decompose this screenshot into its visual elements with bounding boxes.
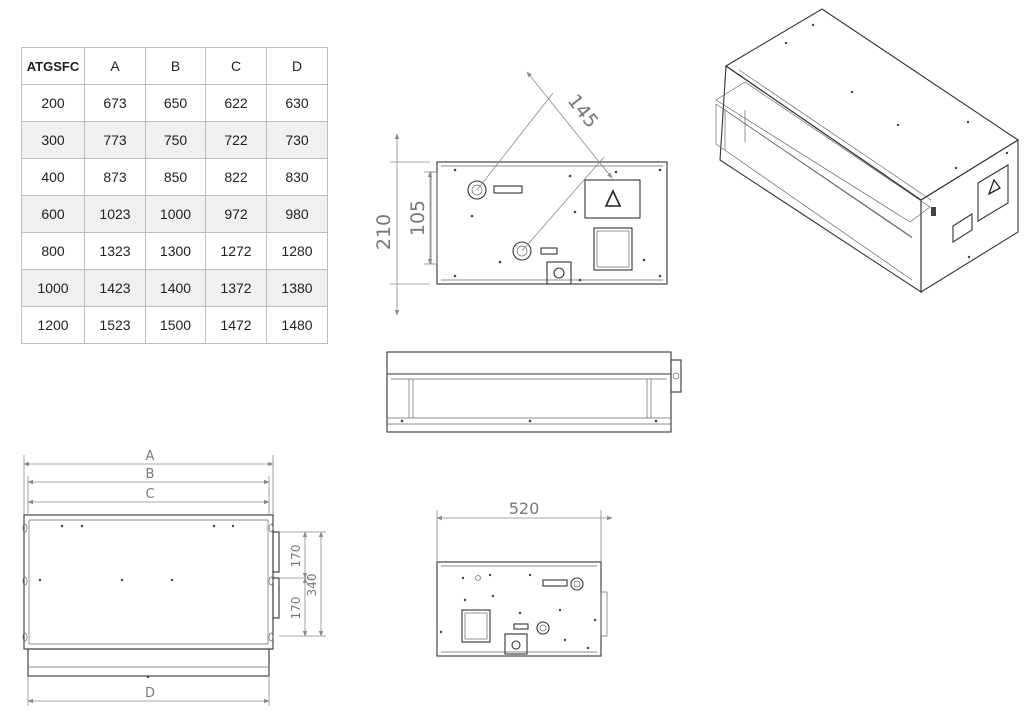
dim-label-105: 105 <box>407 200 429 236</box>
cell: 730 <box>266 121 328 159</box>
cell: 650 <box>145 84 206 122</box>
rear-view: 520 <box>436 499 613 657</box>
cell: 1480 <box>266 306 328 344</box>
dim-label-170-upper: 170 <box>289 545 303 568</box>
cell: 1400 <box>145 269 206 307</box>
cell: 850 <box>145 158 206 196</box>
cell: 300 <box>21 121 85 159</box>
cell: 400 <box>21 158 85 196</box>
cell: 830 <box>266 158 328 196</box>
dim-label-170-lower: 170 <box>289 597 303 620</box>
dim-label-145: 145 <box>563 90 603 132</box>
side-view: 210 105 145 <box>373 71 668 316</box>
cell: 1472 <box>205 306 267 344</box>
front-view: A B C D 170 170 340 <box>22 449 326 706</box>
cell: 630 <box>266 84 328 122</box>
cell: 1280 <box>266 232 328 270</box>
iso-warning-triangle-icon <box>987 178 1001 196</box>
cell: 1300 <box>145 232 206 270</box>
dim-label-210: 210 <box>373 214 395 250</box>
cell: 1500 <box>145 306 206 344</box>
top-view <box>386 351 682 433</box>
header-c: C <box>205 47 267 85</box>
cell: 1272 <box>205 232 267 270</box>
table-header-row: ATGSFC A B C D <box>21 47 328 85</box>
cell: 722 <box>205 121 267 159</box>
dim-label-520: 520 <box>509 499 540 518</box>
cell: 800 <box>21 232 85 270</box>
rear-drain-connector-icon <box>504 633 528 655</box>
header-model: ATGSFC <box>21 47 85 85</box>
header-b: B <box>145 47 206 85</box>
cell: 1372 <box>205 269 267 307</box>
cell: 773 <box>84 121 146 159</box>
dim-label-c: C <box>145 487 154 502</box>
dim-label-a: A <box>146 449 155 464</box>
cell: 822 <box>205 158 267 196</box>
cell: 750 <box>145 121 206 159</box>
warning-triangle-icon <box>604 189 622 207</box>
cell: 673 <box>84 84 146 122</box>
dim-label-340: 340 <box>305 574 319 597</box>
dim-label-b: B <box>146 467 155 482</box>
cell: 200 <box>21 84 85 122</box>
duct-collar-icon <box>467 180 532 261</box>
cell: 972 <box>205 195 267 233</box>
rear-duct-collar-icon <box>536 577 584 635</box>
cell: 980 <box>266 195 328 233</box>
header-d: D <box>266 47 328 85</box>
dim-label-d: D <box>145 686 155 701</box>
drain-connector-icon <box>546 261 572 285</box>
cell: 600 <box>21 195 85 233</box>
isometric-view <box>715 8 1020 294</box>
cell: 1000 <box>145 195 206 233</box>
